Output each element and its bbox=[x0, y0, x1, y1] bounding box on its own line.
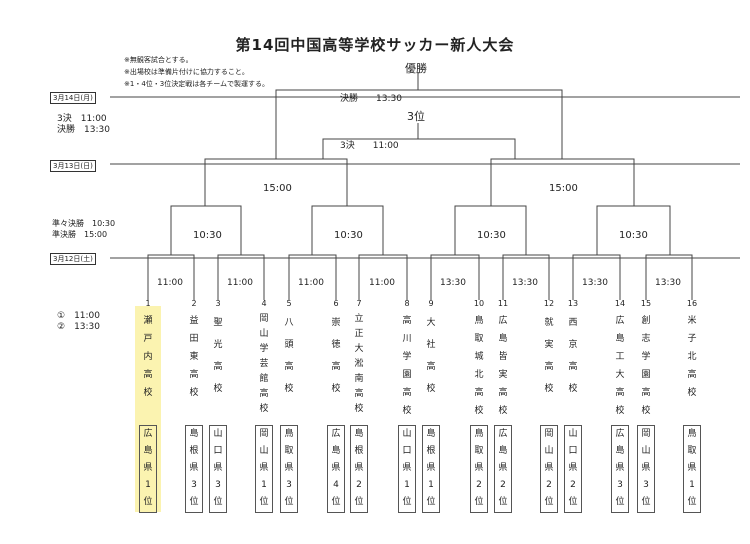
team-name: 創志学園高校 bbox=[641, 316, 651, 416]
team-number: 16 bbox=[686, 299, 698, 308]
date-label-day1: 3月12日(土) bbox=[50, 253, 96, 265]
team-name: 岡山学芸館高校 bbox=[259, 314, 269, 414]
third-match-label: 3決 11:00 bbox=[340, 141, 399, 151]
round1-time: 11:00 bbox=[157, 278, 183, 288]
schedule-day1: ① 11:00 ② 13:30 bbox=[57, 311, 101, 332]
team-name: 鳥取城北高校 bbox=[474, 316, 484, 416]
team-number: 13 bbox=[567, 299, 579, 308]
team-name: 聖光高校 bbox=[213, 318, 223, 394]
round1-time: 13:30 bbox=[512, 278, 538, 288]
team-number: 4 bbox=[261, 299, 267, 308]
team-name: 就実高校 bbox=[544, 318, 554, 394]
team-name: 立正大淞南高校 bbox=[354, 314, 364, 414]
quarterfinal-time: 10:30 bbox=[619, 230, 648, 241]
note-1: ※無観客試合とする。 bbox=[124, 56, 193, 64]
team-name: 広島工大高校 bbox=[615, 316, 625, 416]
round1-time: 11:00 bbox=[227, 278, 253, 288]
semifinal-time: 15:00 bbox=[263, 183, 292, 194]
third-place-label: 3位 bbox=[407, 110, 425, 123]
team-number: 7 bbox=[356, 299, 362, 308]
team-name: 広島皆実高校 bbox=[498, 316, 508, 416]
page-title: 第14回中国高等学校サッカー新人大会 bbox=[235, 36, 515, 54]
round1-time: 11:00 bbox=[369, 278, 395, 288]
team-name: 益田東高校 bbox=[189, 316, 199, 398]
team-name: 高川学園高校 bbox=[402, 316, 412, 416]
team-number: 3 bbox=[215, 299, 221, 308]
quarterfinal-time: 10:30 bbox=[193, 230, 222, 241]
team-name: 崇徳高校 bbox=[331, 318, 341, 394]
team-name: 西京高校 bbox=[568, 318, 578, 394]
team-number: 8 bbox=[404, 299, 410, 308]
quarterfinal-time: 10:30 bbox=[334, 230, 363, 241]
date-label-day3: 3月14日(月) bbox=[50, 92, 96, 104]
champion-label: 優勝 bbox=[405, 62, 427, 75]
team-number: 2 bbox=[191, 299, 197, 308]
quarterfinal-time: 10:30 bbox=[477, 230, 506, 241]
final-label: 決勝 13:30 bbox=[340, 94, 402, 104]
team-number: 5 bbox=[286, 299, 292, 308]
team-name: 瀬戸内高校 bbox=[143, 316, 153, 398]
team-name: 米子北高校 bbox=[687, 316, 697, 398]
team-name: 大社高校 bbox=[426, 318, 436, 394]
team-name: 八頭高校 bbox=[284, 318, 294, 394]
semifinal-time: 15:00 bbox=[549, 183, 578, 194]
round1-time: 13:30 bbox=[655, 278, 681, 288]
round1-time: 11:00 bbox=[298, 278, 324, 288]
date-label-day2: 3月13日(日) bbox=[50, 160, 96, 172]
team-number: 14 bbox=[614, 299, 626, 308]
team-number: 6 bbox=[333, 299, 339, 308]
team-number: 10 bbox=[473, 299, 485, 308]
schedule-day2: 準々決勝 10:30 準決勝 15:00 bbox=[52, 219, 116, 239]
round1-time: 13:30 bbox=[582, 278, 608, 288]
team-number: 12 bbox=[543, 299, 555, 308]
round1-time: 13:30 bbox=[440, 278, 466, 288]
note-2: ※出場校は準備片付けに協力すること。 bbox=[124, 68, 249, 76]
team-number: 1 bbox=[145, 299, 151, 308]
team-number: 15 bbox=[640, 299, 652, 308]
team-number: 9 bbox=[428, 299, 434, 308]
schedule-day3: 3決 11:00 決勝 13:30 bbox=[57, 114, 110, 135]
note-3: ※1・4位・3位決定戦は各チームで製運する。 bbox=[124, 80, 270, 88]
team-number: 11 bbox=[497, 299, 509, 308]
